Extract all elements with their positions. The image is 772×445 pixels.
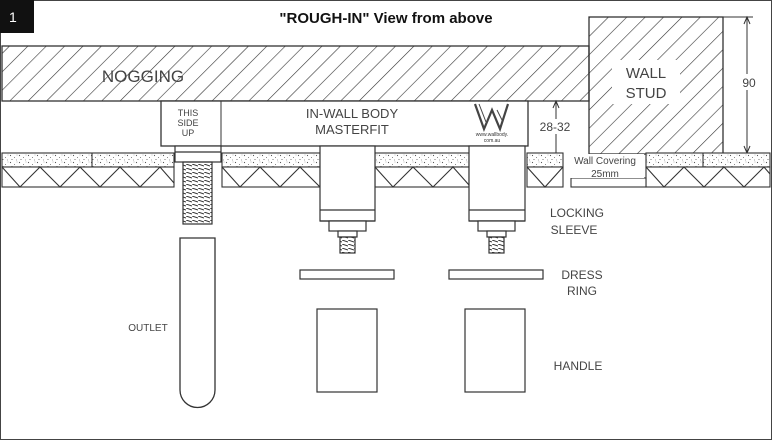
logo-icon <box>473 103 510 133</box>
handle-right <box>464 308 526 393</box>
step-badge <box>0 0 34 33</box>
nogging: NOGGING <box>1 45 590 102</box>
dress-ring-left <box>299 269 395 280</box>
in-wall-body-label-line2: MASTERFIT <box>315 122 389 137</box>
locking-sleeve-left <box>319 145 376 254</box>
this-side-up-line2: SIDE <box>177 118 198 128</box>
dress-ring-label-line1: DRESS <box>561 268 602 282</box>
dress-ring-label-line2: RING <box>567 284 597 298</box>
this-side-up-line1: THIS <box>178 108 199 118</box>
locking-sleeve-label-line1: LOCKING <box>550 206 604 220</box>
this-side-up-line3: UP <box>182 128 195 138</box>
wall-covering-label-line1: Wall Covering <box>574 156 636 167</box>
locking-sleeve-right <box>468 145 526 254</box>
dimension-28-32-label: 28-32 <box>540 120 571 134</box>
locking-sleeve-label-line2: SLEEVE <box>551 223 598 237</box>
logo-caption-line1: www.wallbody. <box>476 132 508 138</box>
wall-covering-top <box>1 152 771 168</box>
step-number: 1 <box>9 9 17 25</box>
wall-stud-label-line1: WALL <box>626 65 666 82</box>
wall-covering-label-line2: 25mm <box>591 169 619 180</box>
dimension-90-label: 90 <box>742 76 756 90</box>
diagram-title: "ROUGH-IN" View from above <box>279 10 492 27</box>
tile-layer <box>1 166 771 188</box>
handle-label: HANDLE <box>554 359 603 373</box>
in-wall-body: THIS SIDE UP IN-WALL BODY MASTERFIT <box>160 100 529 147</box>
dress-ring-right <box>448 269 544 280</box>
in-wall-body-label-line1: IN-WALL BODY <box>306 106 399 121</box>
wall-stud-label-line2: STUD <box>626 85 667 102</box>
outlet-spout <box>179 237 216 409</box>
logo-caption-line2: com.au <box>484 138 501 144</box>
handle-left <box>316 308 378 393</box>
wall-stud: WALL STUD <box>588 16 724 155</box>
outlet-label: OUTLET <box>128 323 167 334</box>
nogging-label: NOGGING <box>102 67 184 86</box>
outlet-spigot <box>174 145 222 225</box>
